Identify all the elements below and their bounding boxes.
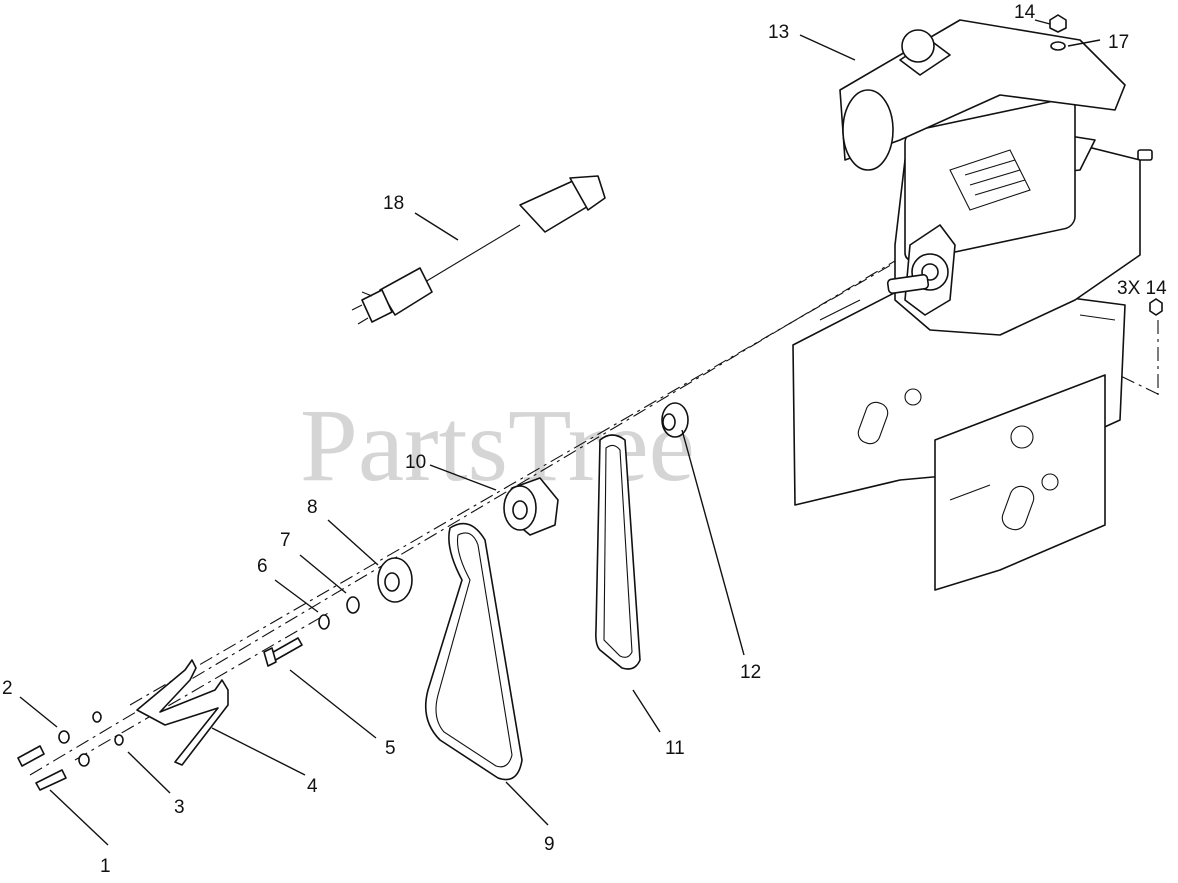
callout-12: 12 [740,662,761,683]
belt-9 [424,522,523,781]
shoulder-bolt-5 [263,637,303,667]
belt-9-inner [435,532,513,768]
callout-17: 17 [1108,32,1129,53]
callout-2: 2 [2,678,13,699]
idler-bracket-4 [136,659,229,766]
nut-3x14 [1149,298,1163,316]
callout-6: 6 [257,556,268,577]
idler-pulley-8 [377,557,413,603]
watermark: PartsTree [300,388,695,503]
washer-7 [346,596,360,614]
washer-6 [318,614,330,630]
belt-11-inner [603,444,633,658]
callout-9: 9 [544,834,555,855]
callout-13: 13 [768,22,789,43]
callout-8: 8 [307,497,318,518]
callout-11: 11 [665,738,685,759]
callout-1: 1 [100,856,111,877]
callout-4: 4 [307,776,318,797]
callout-10: 10 [405,452,426,473]
callout-7: 7 [280,530,291,551]
pulley-10 [503,477,559,536]
callout-5: 5 [385,738,396,759]
callout-14: 14 [1014,2,1036,23]
starter-cord [351,175,606,325]
callout-3: 3 [174,797,185,818]
callout-18: 18 [383,193,404,214]
frame-plates [792,289,1126,591]
belt-11 [595,434,641,670]
hardware-1-2-3 [17,711,124,791]
pulley-12 [661,402,689,438]
engine [839,19,1153,336]
callout-3x14: 3X 14 [1117,278,1167,299]
top-nut-washer [1049,14,1067,51]
leader-lines [19,19,1101,846]
